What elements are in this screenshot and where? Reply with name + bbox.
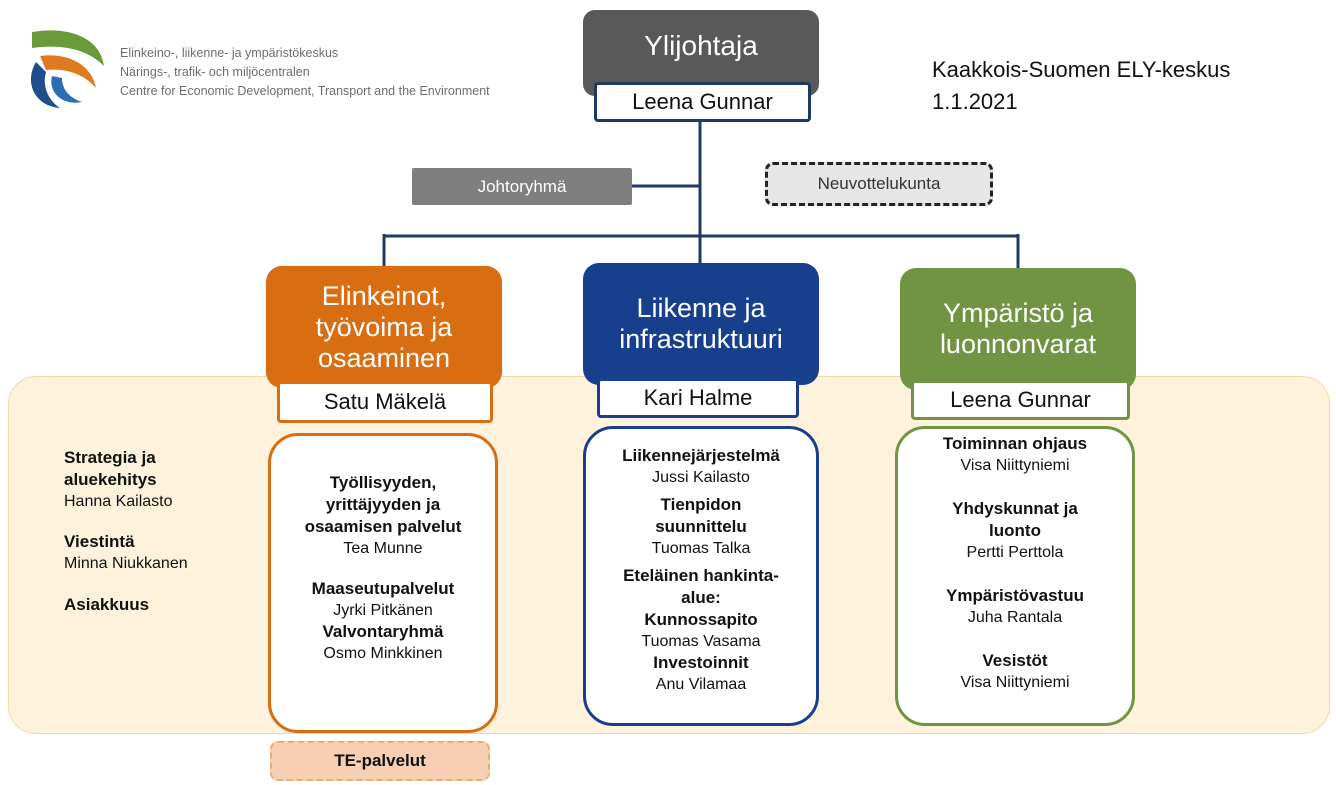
unit-title: Maaseutupalvelut: [311, 579, 455, 598]
unit-title: Vesistöt: [982, 651, 1048, 670]
unit-item: Eteläinen hankinta- alue: Kunnossapito T…: [623, 565, 779, 652]
department-title-line: luonnonvarat: [939, 329, 1097, 359]
unit-title: Työllisyyden,: [329, 473, 437, 492]
unit-title: suunnittelu: [655, 517, 747, 536]
staff-item-name: Minna Niukkanen: [64, 555, 188, 572]
advisory-board-label: Neuvottelukunta: [817, 174, 941, 193]
unit-item: Ympäristövastuu Juha Rantala: [946, 585, 1084, 628]
department-head-box: Leena Gunnar: [911, 380, 1130, 420]
ely-logo-icon: [30, 30, 104, 108]
unit-title: alue:: [681, 588, 721, 607]
region-name: Kaakkois-Suomen ELY-keskus: [932, 57, 1231, 82]
unit-item: Tienpidon suunnittelu Tuomas Talka: [652, 494, 751, 559]
staff-item-communications: Viestintä Minna Niukkanen: [64, 531, 188, 574]
unit-title: Toiminnan ohjaus: [942, 434, 1088, 453]
unit-title: osaamisen palvelut: [304, 517, 462, 536]
director-name-box: Leena Gunnar: [594, 82, 811, 122]
unit-head: Tuomas Vasama: [641, 633, 761, 650]
unit-title: Yhdyskunnat ja: [952, 499, 1078, 518]
unit-title: Investoinnit: [653, 653, 749, 672]
unit-title: luonto: [989, 521, 1041, 540]
unit-head: Anu Vilamaa: [655, 676, 747, 693]
management-group-label: Johtoryhmä: [477, 176, 567, 196]
department-title-line: Liikenne ja: [636, 293, 766, 323]
unit-head: Jyrki Pitkänen: [333, 602, 433, 619]
unit-item: Työllisyyden, yrittäjyyden ja osaamisen …: [305, 472, 462, 559]
staff-item-name: Hanna Kailasto: [64, 493, 173, 510]
department-title-line: osaaminen: [317, 342, 451, 373]
unit-item: Investoinnit Anu Vilamaa: [653, 652, 748, 695]
unit-item: Valvontaryhmä Osmo Minkkinen: [323, 621, 444, 664]
department-head-name: Satu Mäkelä: [323, 389, 447, 414]
unit-head: Jussi Kailasto: [652, 469, 750, 486]
department-head-box: Satu Mäkelä: [277, 381, 493, 423]
unit-item: Maaseutupalvelut Jyrki Pitkänen: [312, 578, 455, 621]
unit-head: Visa Niittyniemi: [960, 457, 1070, 474]
unit-list-transport: Liikennejärjestelmä Jussi Kailasto Tienp…: [583, 426, 819, 726]
logo-text-sv: Närings-, trafik- och miljöcentralen: [120, 65, 310, 79]
staff-item-title: Asiakkuus: [64, 595, 150, 614]
logo-text: Elinkeino-, liikenne- ja ympäristökeskus…: [120, 44, 490, 101]
management-group-box: Johtoryhmä: [412, 168, 632, 205]
logo-text-fi: Elinkeino-, liikenne- ja ympäristökeskus: [120, 46, 339, 60]
staff-item-customer: Asiakkuus: [64, 594, 188, 616]
te-services-box: TE-palvelut: [270, 741, 490, 781]
unit-title: Ympäristövastuu: [946, 586, 1084, 605]
department-head-name: Kari Halme: [643, 385, 753, 410]
director-name: Leena Gunnar: [632, 89, 773, 114]
unit-item: Yhdyskunnat ja luonto Pertti Perttola: [952, 498, 1078, 563]
department-title-line: infrastruktuuri: [619, 324, 783, 354]
director-box: Ylijohtaja: [583, 10, 819, 96]
unit-head: Tuomas Talka: [651, 540, 751, 557]
unit-item: Liikennejärjestelmä Jussi Kailasto: [622, 445, 780, 488]
department-title-line: työvoima ja: [315, 311, 453, 342]
logo-text-en: Centre for Economic Development, Transpo…: [120, 84, 490, 98]
region-date: 1.1.2021: [932, 89, 1018, 114]
unit-head: Juha Rantala: [967, 609, 1063, 626]
staff-item-title: aluekehitys: [64, 470, 157, 489]
department-head-box: Kari Halme: [597, 378, 799, 418]
unit-head: Osmo Minkkinen: [323, 645, 443, 662]
unit-head: Visa Niittyniemi: [960, 674, 1070, 691]
department-title-line: Ympäristö ja: [942, 298, 1094, 328]
department-header-transport: Liikenne ja infrastruktuuri: [583, 263, 819, 385]
department-header-environment: Ympäristö ja luonnonvarat: [900, 268, 1136, 390]
staff-item-strategy: Strategia ja aluekehitys Hanna Kailasto: [64, 447, 188, 512]
director-title: Ylijohtaja: [644, 30, 758, 61]
unit-title: Kunnossapito: [644, 610, 758, 629]
staff-item-title: Strategia ja: [64, 448, 156, 467]
department-title-line: Elinkeinot,: [321, 280, 447, 311]
unit-item: Toiminnan ohjaus Visa Niittyniemi: [943, 433, 1087, 476]
region-title: Kaakkois-Suomen ELY-keskus 1.1.2021: [932, 54, 1230, 118]
unit-list-business: Työllisyyden, yrittäjyyden ja osaamisen …: [268, 433, 498, 733]
advisory-board-box: Neuvottelukunta: [765, 162, 993, 206]
staff-functions: Strategia ja aluekehitys Hanna Kailasto …: [64, 447, 188, 616]
unit-title: Liikennejärjestelmä: [622, 446, 780, 465]
te-services-label: TE-palvelut: [334, 751, 426, 770]
unit-item: Vesistöt Visa Niittyniemi: [960, 650, 1069, 693]
unit-title: Valvontaryhmä: [322, 622, 444, 641]
unit-title: yrittäjyyden ja: [325, 495, 441, 514]
department-head-name: Leena Gunnar: [950, 387, 1091, 412]
department-header-business: Elinkeinot, työvoima ja osaaminen: [266, 266, 502, 388]
unit-title: Tienpidon: [660, 495, 742, 514]
unit-title: Eteläinen hankinta-: [623, 566, 779, 585]
unit-head: Pertti Perttola: [966, 544, 1064, 561]
unit-list-environment: Toiminnan ohjaus Visa Niittyniemi Yhdysk…: [895, 426, 1135, 726]
staff-item-title: Viestintä: [64, 532, 135, 551]
unit-head: Tea Munne: [343, 540, 423, 557]
